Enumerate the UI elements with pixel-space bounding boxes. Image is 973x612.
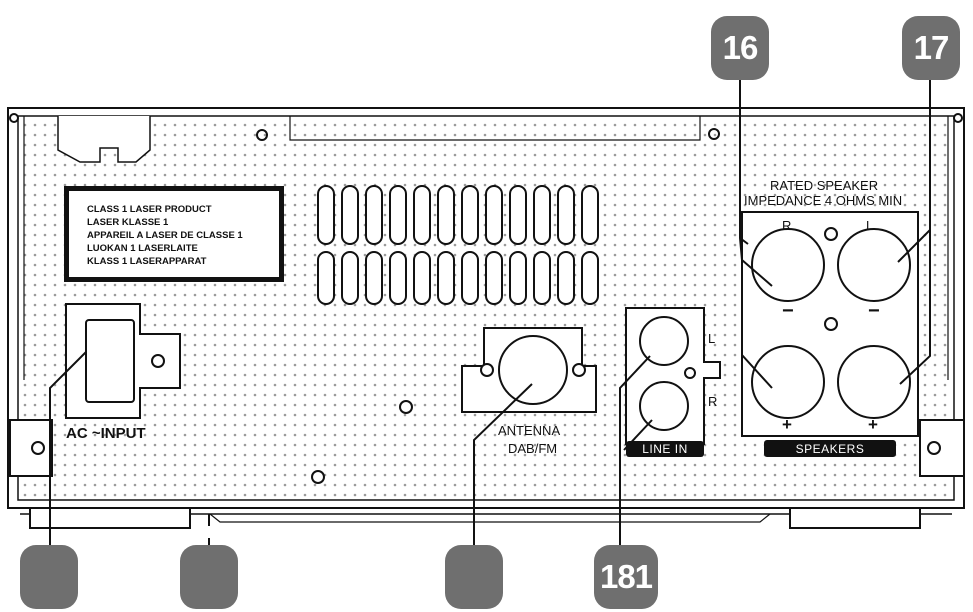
speaker-terminals bbox=[741, 211, 919, 437]
callout-17: 17 bbox=[902, 16, 960, 80]
laser-warning-label: CLASS 1 LASER PRODUCT LASER KLASSE 1 APP… bbox=[64, 186, 284, 282]
speaker-rating-line1: RATED SPEAKER bbox=[770, 178, 879, 193]
callout-blank-middle bbox=[180, 545, 238, 609]
laser-label-line: APPAREIL A LASER DE CLASSE 1 bbox=[87, 230, 243, 241]
laser-label-line: LUOKAN 1 LASERLAITE bbox=[87, 243, 198, 254]
callout-16: 16 bbox=[711, 16, 769, 80]
leader-lines bbox=[49, 76, 931, 560]
speaker-l-plus: + bbox=[868, 415, 878, 434]
ac-input-label: AC ~INPUT bbox=[66, 425, 146, 442]
callout-blank-antenna bbox=[445, 545, 503, 609]
line-in-jacks bbox=[625, 307, 721, 445]
speaker-rating-line2: IMPEDANCE 4 OHMS MIN bbox=[744, 193, 903, 208]
callout-181: 181 bbox=[594, 545, 658, 609]
vent-slots bbox=[317, 185, 599, 305]
speaker-r-label: R bbox=[782, 218, 792, 233]
antenna-jack bbox=[311, 327, 597, 484]
antenna-label: ANTENNA bbox=[498, 423, 561, 438]
speaker-l-minus: − bbox=[868, 300, 880, 322]
line-in-l-label: L bbox=[708, 331, 716, 346]
speaker-r-minus: − bbox=[782, 300, 794, 322]
speaker-l-label: L bbox=[866, 218, 874, 233]
laser-label-line: KLASS 1 LASERAPPARAT bbox=[87, 256, 207, 267]
ac-input-socket bbox=[65, 303, 181, 419]
speaker-r-plus: + bbox=[782, 415, 792, 434]
speakers-panel-label: SPEAKERS bbox=[764, 440, 896, 457]
line-in-label: LINE IN bbox=[626, 441, 704, 457]
antenna-band-label: DAB/FM bbox=[508, 441, 558, 456]
line-in-r-label: R bbox=[708, 394, 718, 409]
callout-blank-ac bbox=[20, 545, 78, 609]
laser-label-line: LASER KLASSE 1 bbox=[87, 217, 169, 228]
laser-label-line: CLASS 1 LASER PRODUCT bbox=[87, 204, 212, 215]
